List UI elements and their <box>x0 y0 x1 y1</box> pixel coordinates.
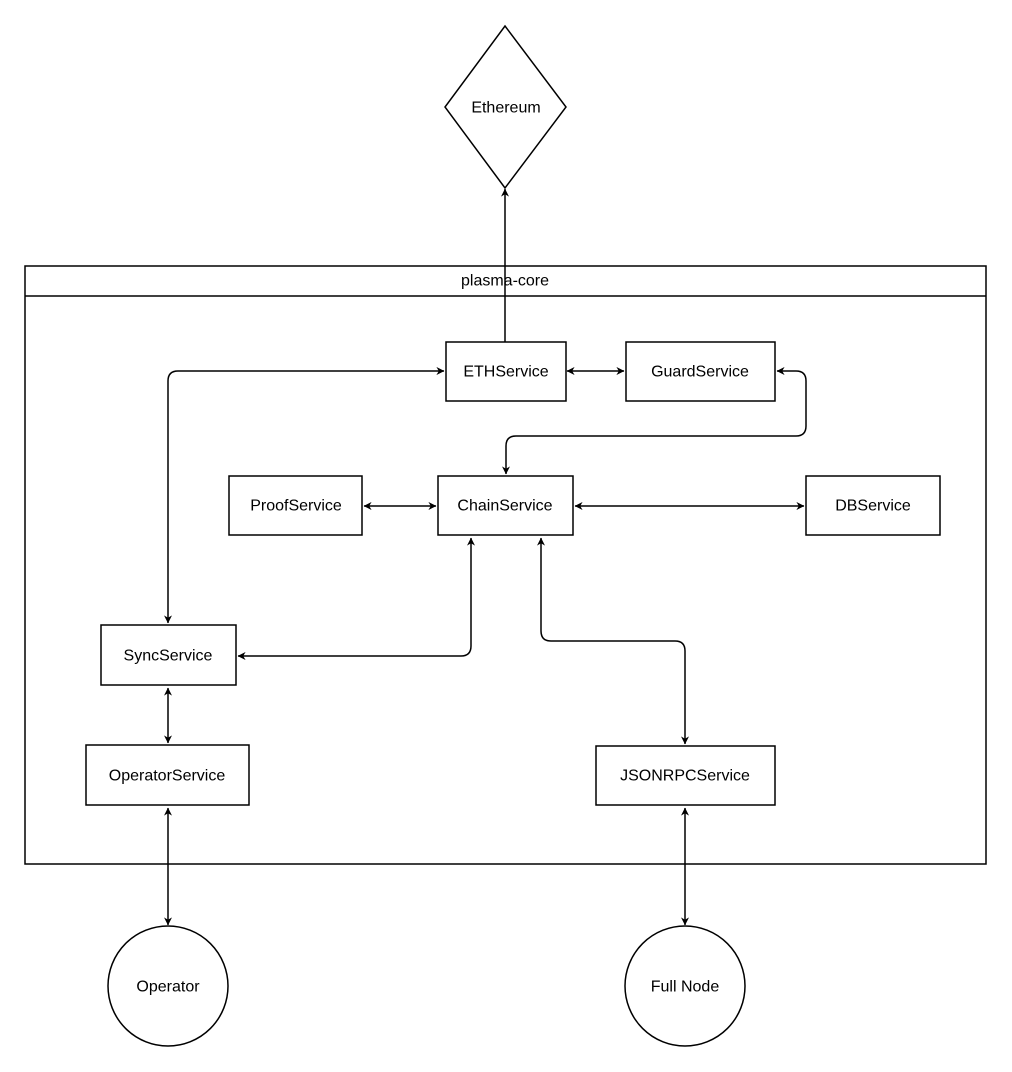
node-guard-service: GuardService <box>625 341 776 402</box>
node-proof-service: ProofService <box>228 475 363 536</box>
node-chain-service: ChainService <box>437 475 574 536</box>
edge-guardservice-chainservice <box>502 367 807 475</box>
edge-syncservice-ethservice <box>164 367 445 624</box>
node-sync-service-label: SyncService <box>124 648 213 665</box>
node-operator-label: Operator <box>136 979 200 996</box>
node-operator-service-label: OperatorService <box>109 768 226 785</box>
node-ethereum: Ethereum <box>444 24 567 190</box>
node-jsonrpc-service-label: JSONRPCService <box>620 768 750 785</box>
node-full-node-label: Full Node <box>651 979 720 996</box>
node-db-service-label: DBService <box>835 498 911 515</box>
edge-chainservice-jsonrpcservice <box>537 537 689 745</box>
node-eth-service: ETHService <box>445 341 567 402</box>
node-chain-service-label: ChainService <box>457 498 552 515</box>
plasma-core-container: plasma-core <box>24 265 987 865</box>
node-sync-service: SyncService <box>100 624 237 686</box>
plasma-core-title: plasma-core <box>461 273 549 290</box>
node-eth-service-label: ETHService <box>463 364 548 381</box>
node-full-node: Full Node <box>624 925 746 1047</box>
edge-syncservice-chainservice <box>237 537 475 660</box>
node-ethereum-label: Ethereum <box>471 100 540 117</box>
node-jsonrpc-service: JSONRPCService <box>595 745 776 806</box>
node-guard-service-label: GuardService <box>651 364 749 381</box>
node-operator: Operator <box>107 925 229 1047</box>
node-operator-service: OperatorService <box>85 744 250 806</box>
edges <box>164 188 807 926</box>
node-proof-service-label: ProofService <box>250 498 342 515</box>
node-db-service: DBService <box>805 475 941 536</box>
